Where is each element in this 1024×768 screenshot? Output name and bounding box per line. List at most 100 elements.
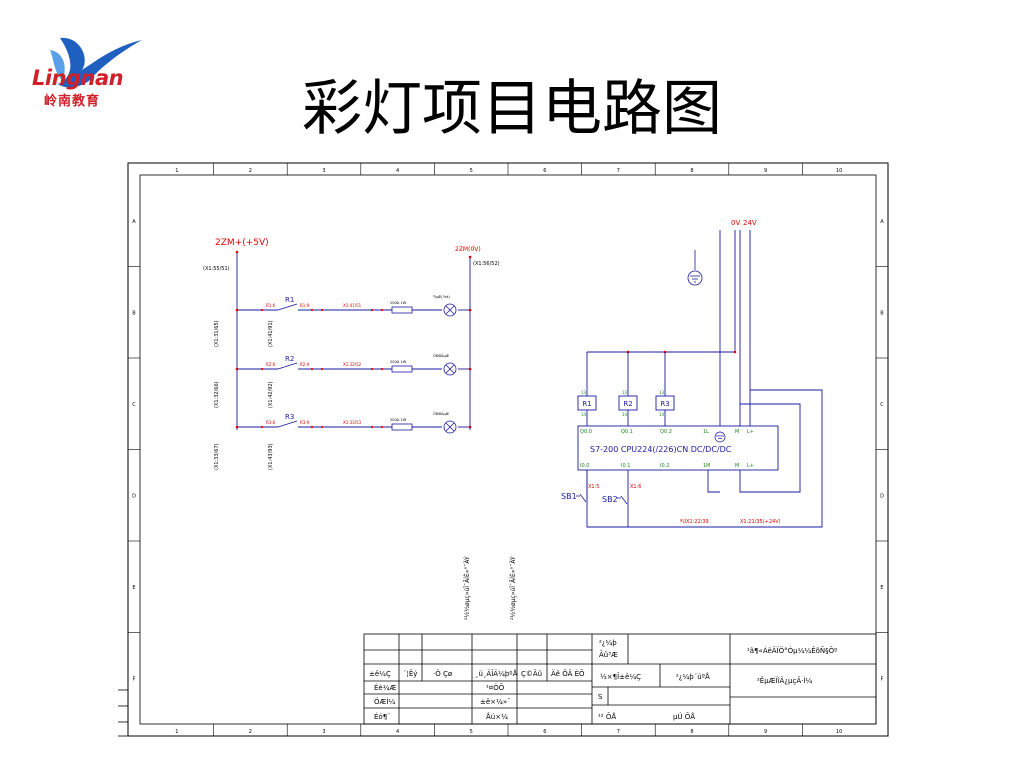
tb-mark: ±ê¼Ç	[369, 670, 391, 678]
left-circuit: 2ZM+(+5V) 2ZM(0V) (X1:55/51) (X1:56/52) …	[203, 238, 517, 620]
relay-label: R3	[660, 400, 669, 408]
resistor-icon	[391, 365, 413, 373]
zone-col-top: 9	[764, 168, 767, 174]
term-a-2: (X1:32/66)	[214, 381, 220, 408]
zone-col-top: 3	[322, 168, 325, 174]
pin-label: 14	[622, 412, 628, 417]
plc-input-label: I0.2	[660, 463, 669, 469]
wire-label: X1:33/53	[343, 420, 362, 425]
zone-col-bottom: 5	[470, 729, 473, 735]
bottom-term-b: X1:21/35(+24V)	[740, 519, 781, 525]
title-block-text: ²¿¼þ Ãû³Æ ¹ã¶«ÁëÄÏÖ°Òµ¼¼ÊõÑ§Ôº ±ê¼Ç ´¦Êý…	[369, 639, 837, 721]
wire-label: R2:6	[266, 362, 276, 367]
zone-col-top: 4	[396, 168, 399, 174]
zone-col-bottom: 6	[543, 729, 546, 735]
wire-label: R1:9	[300, 303, 310, 308]
supply-neg-label: 2ZM(0V)	[455, 246, 481, 253]
relay-label: R1	[582, 400, 591, 408]
vertical-note-a: ²½½øµç»úÏ¯ÃÍÈ«°¯ÄÝ	[463, 556, 471, 620]
bottom-term-a: ºÚX1:22/39	[680, 518, 709, 525]
pin-label: 13	[659, 390, 665, 395]
zone-row-right: B	[880, 310, 884, 316]
tb-s: S	[598, 693, 603, 701]
pin-label: 13	[622, 390, 628, 395]
tb-date: Äê ÔÂ ÈÕ	[551, 669, 585, 678]
v0-label: 0V	[731, 219, 740, 227]
v24-label: 24V	[743, 219, 757, 227]
plc-output-label: M	[735, 429, 739, 435]
tb-approve: Åú×¼	[486, 712, 508, 721]
zone-col-bottom: 2	[249, 729, 252, 735]
wire-label: R3:9	[300, 420, 310, 425]
zone-row-right: A	[880, 219, 884, 225]
resistor-label: 200Ω 1W	[390, 360, 407, 364]
zone-col-bottom: 9	[764, 729, 767, 735]
zone-row-right: E	[880, 585, 883, 591]
term-neg-label: (X1:56/52)	[473, 261, 500, 267]
wire-label: X1:32/52	[343, 362, 362, 367]
zone-col-bottom: 8	[690, 729, 693, 735]
relay-coil: R1 13 14	[577, 352, 597, 426]
lamp-label: ÖÐÐÄµÆ	[433, 353, 450, 358]
relay-box-icon	[618, 395, 638, 411]
tb-sheet-no: µÚ ÕÅ	[673, 712, 695, 721]
tb-review: Éó¶¨	[374, 712, 391, 721]
lamp-label: ÖÐÐÄµÆ	[433, 411, 450, 416]
tb-change-doc: ¸ü¸ÄÎÄ¼þºÅ	[475, 669, 518, 678]
lamp-label: ºìµÆ(¹¤ä)	[433, 295, 450, 299]
tb-school: ¹ã¶«ÁëÄÏÖ°Òµ¼¼ÊõÑ§Ôº	[747, 646, 837, 655]
contact-label: R3	[285, 413, 294, 421]
tb-design: Éè¼Æ	[374, 683, 397, 692]
relay-label: R2	[623, 400, 632, 408]
zone-col-top: 6	[543, 168, 546, 174]
tb-part-code: ²¿¼þ´úºÅ	[676, 672, 710, 681]
tb-part-name-1: ²¿¼þ	[599, 639, 617, 647]
relay-box-icon	[577, 395, 597, 411]
tb-part-name-2: Ãû³Æ	[599, 650, 618, 659]
pin-label: 14	[581, 412, 587, 417]
wire-label: R3:6	[266, 420, 276, 425]
term-a-1: (X1:31/65)	[214, 320, 220, 347]
tb-count: ´¦Êý	[403, 669, 417, 678]
relay-coil: R2 13 14	[618, 352, 638, 426]
term-b-1: (X1:41/91)	[268, 320, 274, 347]
zone-col-top: 2	[249, 168, 252, 174]
plc-output-label: 1L	[703, 429, 709, 435]
plc-input-label: I0.0	[580, 463, 589, 469]
vertical-note-b: ²½½øµç»úÏ¯ÃÍÈ«°¯ÄÝ	[509, 556, 517, 620]
zone-col-top: 10	[836, 168, 842, 174]
zone-row-right: F	[881, 676, 884, 682]
tb-process: ¹¤ÒÕ	[486, 683, 505, 692]
wire-label: R2:9	[300, 362, 310, 367]
tb-total-sheets: ¹² ÕÅ	[598, 712, 616, 721]
x-term-2: X1:6	[630, 484, 641, 490]
zone-row-left: F	[133, 676, 136, 682]
sb1-label: SB1	[561, 492, 577, 501]
ground-icon	[687, 270, 703, 286]
zone-col-bottom: 4	[396, 729, 399, 735]
contact-label: R2	[285, 355, 294, 363]
contact-label: R1	[285, 296, 294, 304]
x-term-1: X1:5	[588, 484, 599, 490]
resistor-icon	[391, 423, 413, 431]
zone-col-top: 7	[617, 168, 620, 174]
plc-output-label: L+	[747, 429, 754, 435]
plc-box	[577, 425, 779, 471]
logo-brand-text: Lingnan	[32, 66, 124, 90]
plc-name: S7-200 CPU224(/226)CN DC/DC/DC	[590, 445, 732, 454]
plc-output-label: Q0.2	[660, 429, 672, 435]
term-b-2: (X1:42/92)	[268, 381, 274, 408]
logo-swoosh-icon	[50, 37, 142, 88]
tb-zone: ·Ö Çø	[433, 669, 453, 678]
plc-input-label: I0.1	[621, 463, 630, 469]
zone-row-left: A	[132, 219, 136, 225]
page-title: 彩灯项目电路图	[302, 74, 722, 144]
pin-label: 13	[581, 390, 587, 395]
